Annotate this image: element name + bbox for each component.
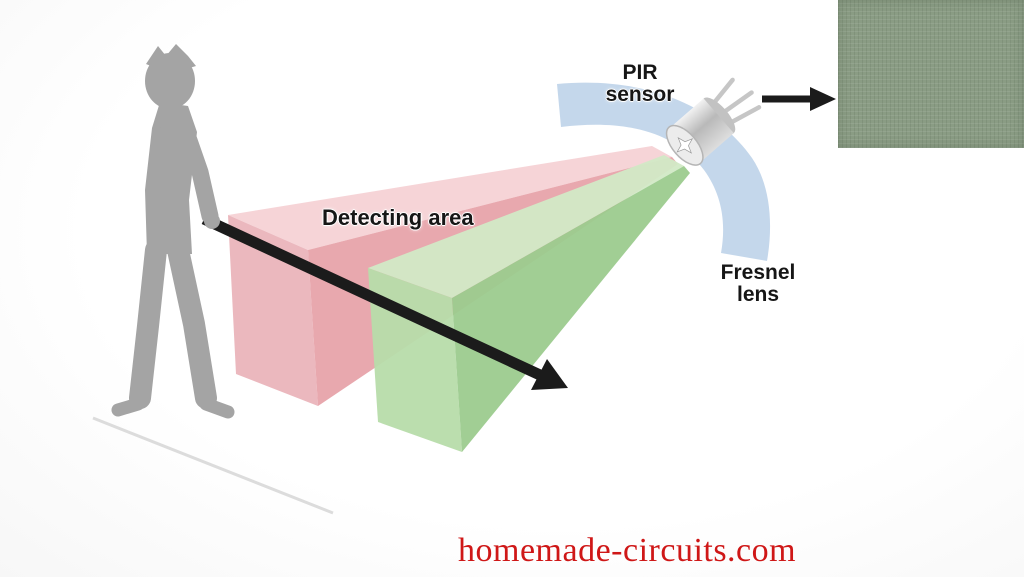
person-back-arm xyxy=(151,125,173,203)
motion-arrow xyxy=(201,214,568,390)
pir-sensor-can-icon xyxy=(665,77,762,166)
fresnel-lens-label-line2: lens xyxy=(736,283,780,307)
green-beam-top-face xyxy=(368,155,684,298)
pir-sensor-label-line2: sensor xyxy=(605,83,675,107)
watermark-text: homemade-circuits.com xyxy=(458,532,797,569)
sensor-window-star xyxy=(676,136,694,154)
detecting-area-label: Detecting area xyxy=(322,205,474,230)
fresnel-lens-label-line1: Fresnel xyxy=(720,261,796,284)
person-front-leg xyxy=(167,239,217,409)
green-detection-beam xyxy=(368,155,690,452)
green-beam-end-face xyxy=(368,268,462,452)
fresnel-lens-label: Fresnel lens xyxy=(710,261,806,307)
ground-line xyxy=(92,416,334,515)
person-hand xyxy=(204,213,220,229)
pir-sensor-label-line1: PIR xyxy=(622,61,658,84)
green-beam-front-face xyxy=(452,166,690,452)
red-beam-top-face xyxy=(228,146,672,250)
person-front-arm xyxy=(175,117,219,225)
output-arrow xyxy=(762,87,836,111)
person-front-foot xyxy=(199,397,235,419)
inset-panel xyxy=(838,0,1024,148)
pir-sensor-label: PIR sensor xyxy=(594,61,686,107)
person-back-leg xyxy=(129,239,167,409)
person-head xyxy=(145,53,195,109)
person-back-foot xyxy=(111,397,145,417)
walking-person-silhouette xyxy=(111,44,235,419)
